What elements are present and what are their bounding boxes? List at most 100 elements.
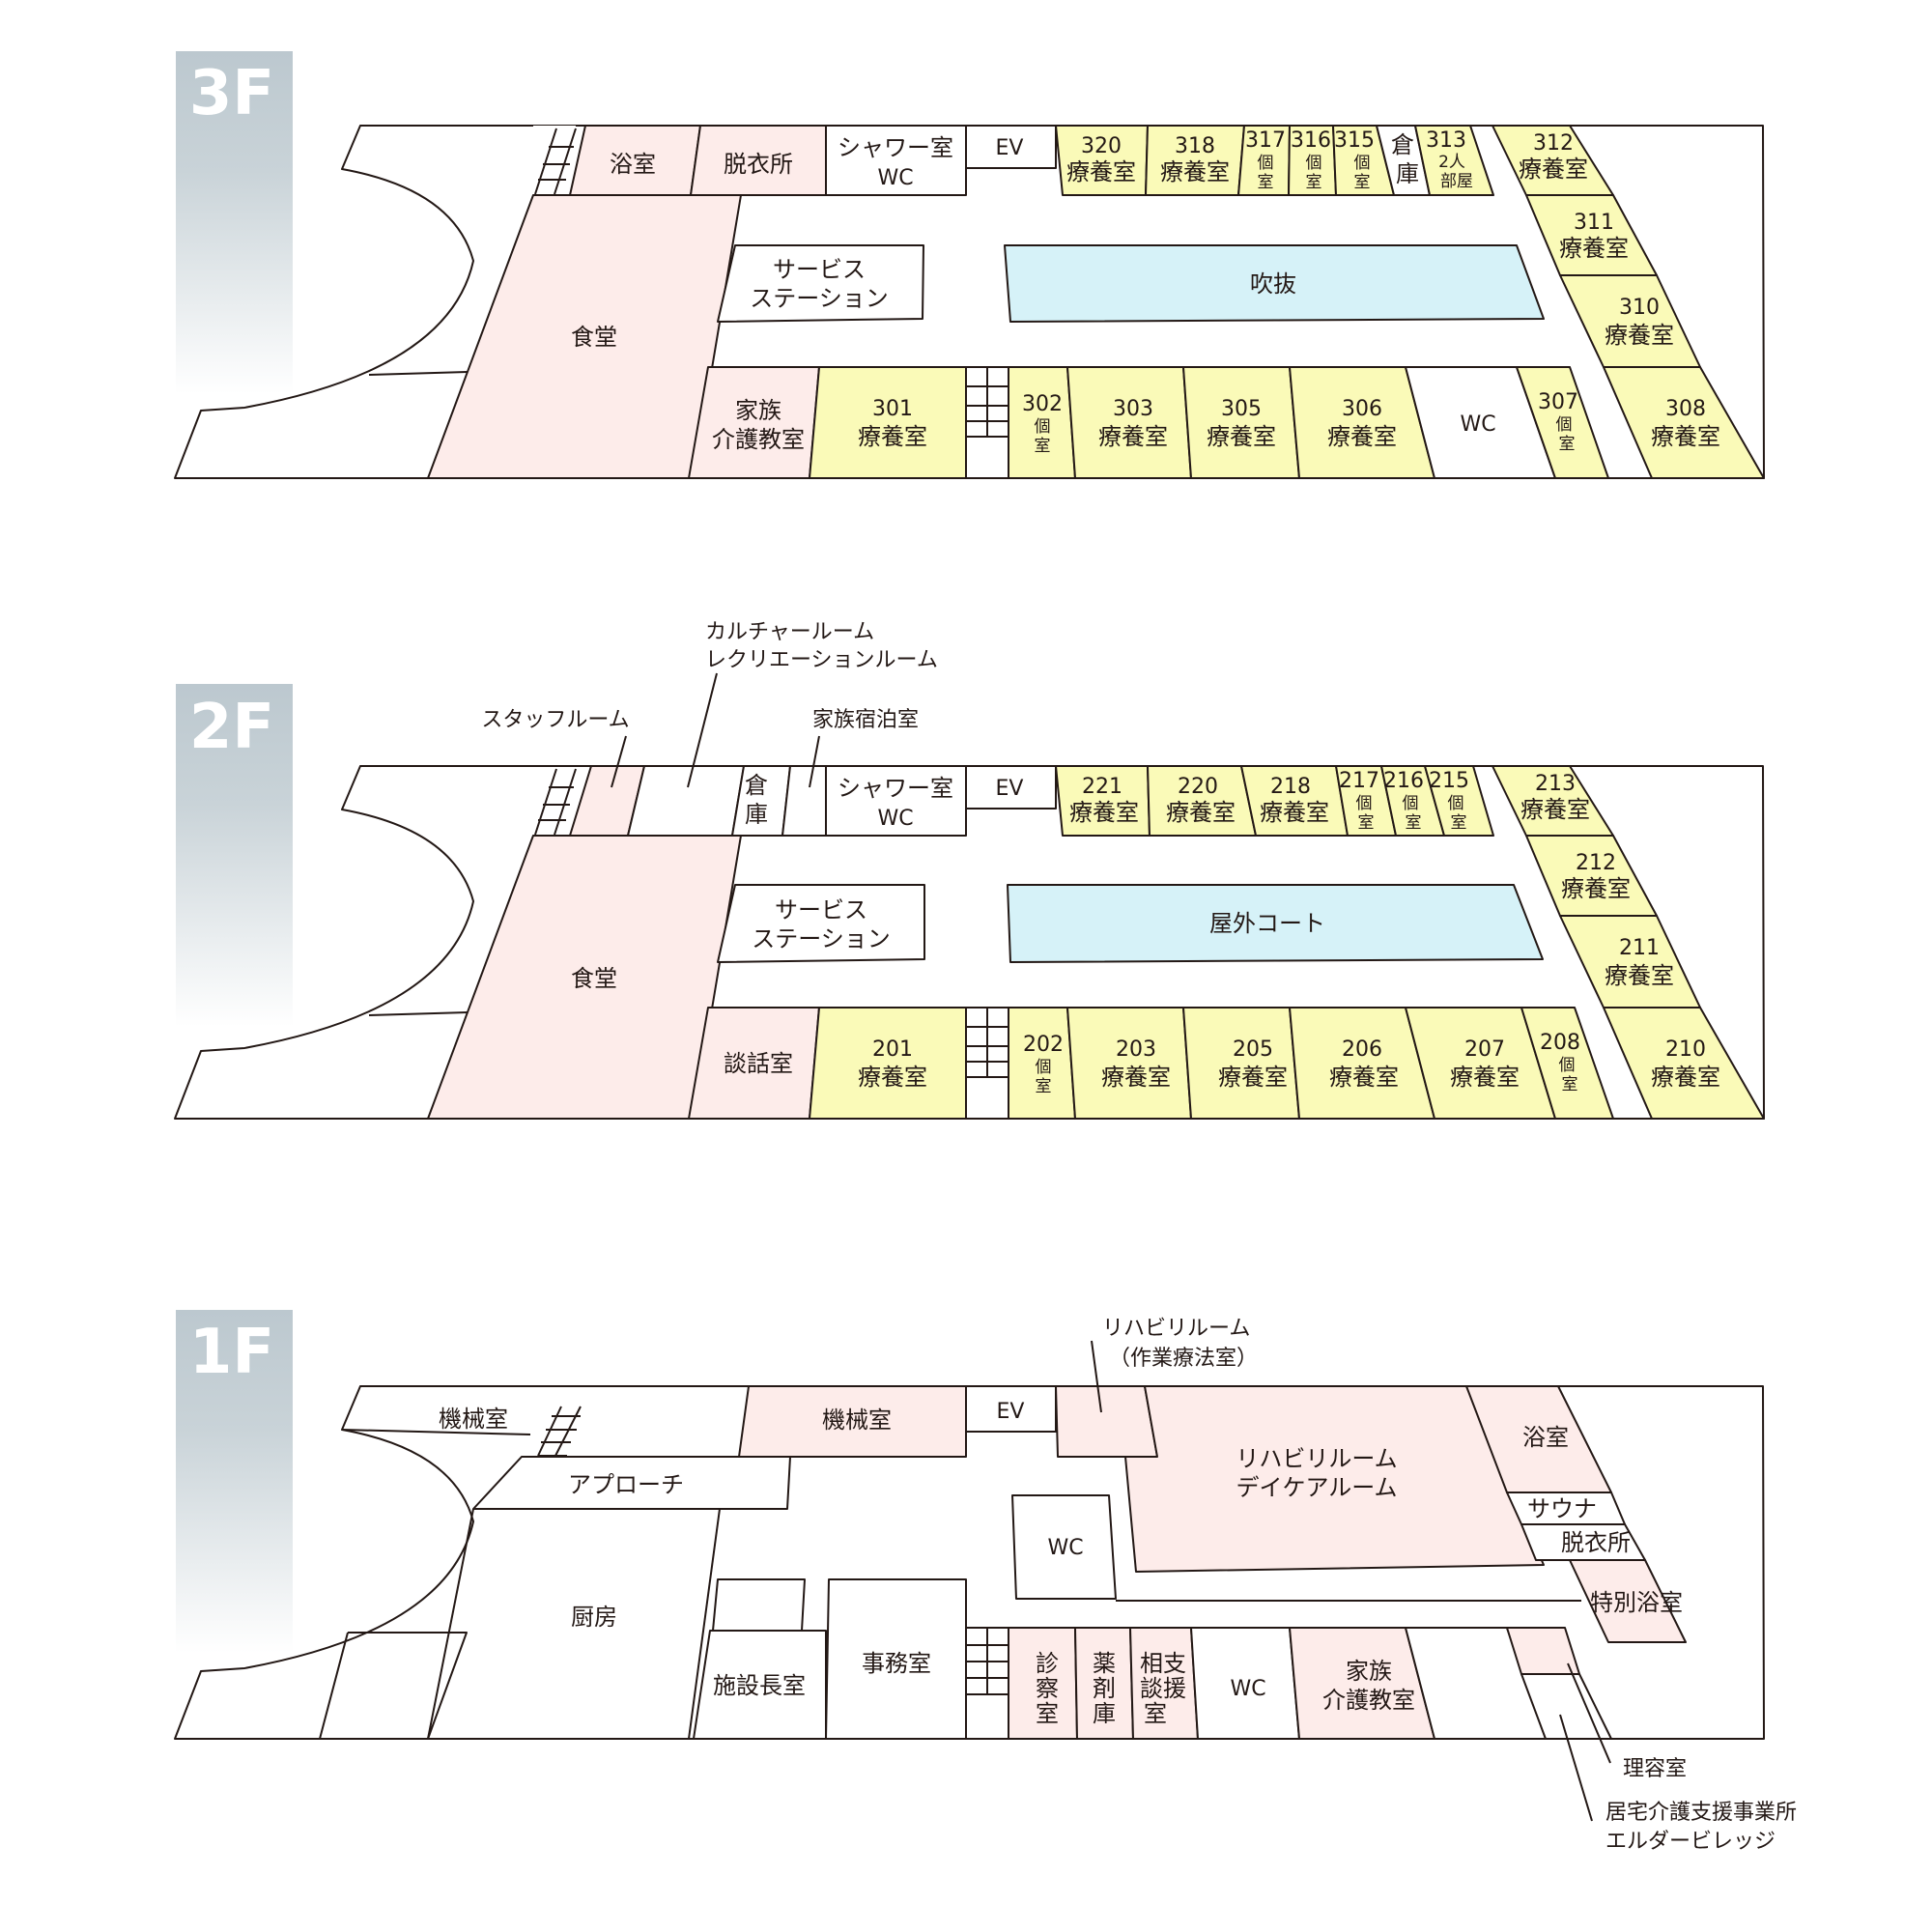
callout-barber: 理容室 bbox=[1623, 1757, 1687, 1781]
outdoor-court bbox=[1007, 884, 1544, 963]
room-service-station-3f bbox=[717, 244, 924, 323]
wall-line bbox=[368, 371, 469, 376]
label-212: 療養室 bbox=[1561, 875, 1631, 902]
stairs-2f bbox=[534, 768, 577, 836]
label-315-a: 個 bbox=[1354, 154, 1371, 173]
callout-culture-b: レクリエーションルーム bbox=[705, 648, 938, 672]
labels-1f: 機械室 アプローチ 機械室 EV リハビリルーム デイケアルーム 浴室 サウナ … bbox=[439, 1400, 1683, 1727]
stairs-3f bbox=[533, 126, 577, 195]
label-302-a: 個 bbox=[1035, 417, 1051, 437]
label-station-b: ステーション bbox=[752, 925, 891, 952]
label-store-a: 倉 bbox=[1391, 131, 1414, 158]
stairs-2f-b bbox=[965, 1007, 1009, 1120]
label-205: 療養室 bbox=[1218, 1064, 1288, 1091]
room-family-stay-2f bbox=[781, 765, 827, 837]
callout-family-stay: 家族宿泊室 bbox=[812, 708, 919, 732]
label-217-num: 217 bbox=[1339, 769, 1379, 793]
callout-rehab-b: （作業療法室） bbox=[1109, 1347, 1258, 1371]
label-312: 療養室 bbox=[1519, 156, 1588, 183]
label-315-b: 室 bbox=[1354, 173, 1371, 192]
label-320-num: 320 bbox=[1081, 134, 1122, 158]
label-wc-bottom: WC bbox=[1230, 1677, 1265, 1701]
label-311-num: 311 bbox=[1574, 211, 1614, 235]
label-307-a: 個 bbox=[1556, 415, 1573, 435]
label-pharmacy-a: 薬 bbox=[1093, 1650, 1116, 1677]
label-206-num: 206 bbox=[1342, 1037, 1382, 1062]
floor-2f: 2F bbox=[174, 620, 1765, 1120]
callout-staff: スタッフルーム bbox=[481, 708, 629, 732]
labels-3f: 浴室 脱衣所 シャワー室 WC EV 320 療養室 318 療養室 317 個… bbox=[571, 128, 1720, 456]
label-station-a: サービス bbox=[775, 896, 867, 923]
label-exam-c: 室 bbox=[1036, 1700, 1059, 1727]
label-rehab-b: デイケアルーム bbox=[1236, 1474, 1397, 1501]
floor-tab-3f bbox=[176, 51, 293, 394]
label-201-num: 201 bbox=[872, 1037, 913, 1062]
label-consult-a: 相支 bbox=[1140, 1650, 1186, 1677]
label-dressing: 脱衣所 bbox=[1561, 1529, 1631, 1556]
label-317-b: 室 bbox=[1258, 173, 1274, 192]
label-211-num: 211 bbox=[1619, 936, 1660, 960]
stairs-3f-b bbox=[965, 366, 1009, 479]
label-family-b: 介護教室 bbox=[1322, 1687, 1415, 1714]
label-303: 療養室 bbox=[1098, 423, 1168, 450]
label-consult-b: 談援 bbox=[1140, 1675, 1186, 1702]
callouts-2f: カルチャールーム レクリエーションルーム スタッフルーム 家族宿泊室 bbox=[481, 620, 938, 788]
label-213: 療養室 bbox=[1520, 796, 1590, 823]
label-wc-center: WC bbox=[1047, 1536, 1083, 1560]
label-221-num: 221 bbox=[1082, 775, 1122, 799]
label-216-a: 個 bbox=[1403, 794, 1419, 813]
label-301-num: 301 bbox=[872, 397, 913, 421]
label-shower-wc: WC bbox=[877, 807, 913, 831]
wall-line bbox=[342, 1429, 531, 1435]
label-sauna: サウナ bbox=[1527, 1495, 1597, 1522]
label-208-b: 室 bbox=[1562, 1075, 1578, 1094]
label-pharmacy-c: 庫 bbox=[1093, 1700, 1116, 1727]
floor-3f: 3F bbox=[174, 51, 1765, 479]
label-mechanical-2: 機械室 bbox=[822, 1406, 892, 1434]
label-205-num: 205 bbox=[1233, 1037, 1273, 1062]
label-ev: EV bbox=[997, 1400, 1025, 1424]
label-310-num: 310 bbox=[1619, 296, 1660, 320]
label-218: 療養室 bbox=[1260, 799, 1329, 826]
label-approach: アプローチ bbox=[568, 1471, 684, 1498]
label-director: 施設長室 bbox=[713, 1672, 806, 1699]
label-316-num: 316 bbox=[1291, 128, 1331, 153]
label-202-a: 個 bbox=[1036, 1058, 1052, 1077]
room-shower-3f bbox=[825, 125, 967, 196]
label-212-num: 212 bbox=[1576, 851, 1616, 875]
label-207-num: 207 bbox=[1464, 1037, 1505, 1062]
label-220: 療養室 bbox=[1166, 799, 1236, 826]
wall-line bbox=[348, 1632, 468, 1740]
label-220-num: 220 bbox=[1178, 775, 1218, 799]
label-307-num: 307 bbox=[1538, 390, 1578, 414]
label-306: 療養室 bbox=[1327, 423, 1397, 450]
label-218-num: 218 bbox=[1270, 775, 1311, 799]
label-305: 療養室 bbox=[1207, 423, 1276, 450]
room-210 bbox=[1603, 1007, 1765, 1120]
label-dressing: 脱衣所 bbox=[724, 151, 793, 178]
label-318: 療養室 bbox=[1160, 158, 1230, 185]
label-shower-wc: WC bbox=[877, 166, 913, 190]
label-308-num: 308 bbox=[1665, 397, 1706, 421]
room-313 bbox=[1414, 125, 1494, 196]
label-313-a: 2人 bbox=[1438, 153, 1465, 172]
callout-care-b: エルダービレッジ bbox=[1605, 1830, 1776, 1854]
room-special-bath bbox=[1569, 1559, 1687, 1643]
room-ev-3f bbox=[965, 125, 1057, 169]
room-308 bbox=[1603, 366, 1765, 479]
floor-label-2f: 2F bbox=[189, 692, 274, 763]
label-302-num: 302 bbox=[1022, 392, 1063, 416]
floor-label-1f: 1F bbox=[189, 1317, 274, 1388]
label-312-num: 312 bbox=[1533, 131, 1574, 156]
label-211: 療養室 bbox=[1605, 962, 1674, 989]
label-203: 療養室 bbox=[1101, 1064, 1171, 1091]
floor-tab-1f bbox=[176, 1310, 293, 1653]
room-307 bbox=[1516, 366, 1609, 479]
label-320: 療養室 bbox=[1066, 158, 1136, 185]
label-bath: 浴室 bbox=[1522, 1424, 1569, 1451]
label-215-b: 室 bbox=[1451, 813, 1467, 833]
label-consult-c: 室 bbox=[1144, 1700, 1167, 1727]
label-210: 療養室 bbox=[1651, 1064, 1720, 1091]
label-305-num: 305 bbox=[1221, 397, 1262, 421]
label-mechanical-1: 機械室 bbox=[439, 1406, 508, 1433]
